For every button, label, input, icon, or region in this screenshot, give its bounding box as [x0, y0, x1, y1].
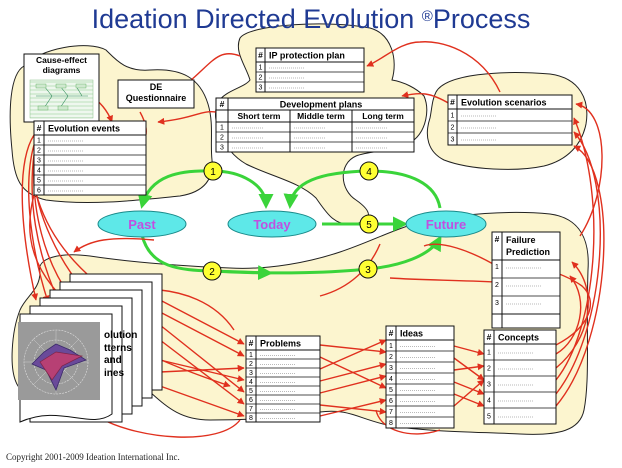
- radar-chart-icon: [18, 322, 100, 400]
- table-row-number: 6: [37, 188, 41, 195]
- table-row-number: 3: [249, 370, 253, 377]
- node-future-label: Future: [426, 217, 466, 232]
- node-today-label: Today: [253, 217, 291, 232]
- copyright-notice: Copyright 2001-2009 Ideation Internation…: [6, 452, 180, 462]
- problems-table: # Problems 1 2 3 4 5 6 7 8: [245, 335, 321, 423]
- cause-effect-thumbnail: [29, 79, 94, 119]
- table-hash-label: #: [249, 338, 254, 348]
- evolution-events-table: # Evolution events 1 2 3 4 5 6: [33, 120, 147, 196]
- table-row-number: 2: [451, 125, 455, 132]
- table-row-number: 7: [249, 406, 253, 413]
- table-title: Development plans: [280, 100, 363, 110]
- table-row-number: 2: [389, 354, 393, 361]
- table-hash-label: #: [220, 99, 225, 109]
- node-future: Future: [405, 210, 487, 238]
- table-row-number: 4: [37, 168, 41, 175]
- table-row-number: 3: [451, 137, 455, 144]
- table-hash-label: #: [487, 332, 492, 342]
- table-title: Problems: [260, 339, 301, 349]
- table-title: IP protection plan: [269, 51, 345, 61]
- patterns-text-2: tterns: [104, 343, 132, 354]
- table-row-number: 1: [259, 65, 263, 72]
- ideas-table: # Ideas 1 2 3 4 5 6 7 8: [385, 325, 455, 429]
- ip-protection-table: # IP protection plan 1 2 3: [255, 47, 365, 93]
- step-5-label: 5: [366, 220, 372, 231]
- table-hash-label: #: [37, 123, 42, 133]
- table-row-number: 1: [249, 352, 253, 359]
- table-title: Evolution events: [48, 124, 120, 134]
- page-title: Ideation Directed Evolution ®Process: [91, 4, 531, 34]
- table-row-number: 5: [389, 387, 393, 394]
- table-row-number: 8: [249, 415, 253, 422]
- table-column-header: Middle term: [297, 111, 345, 121]
- table-row-number: 1: [451, 113, 455, 120]
- table-row-number: 2: [37, 148, 41, 155]
- step-4: 4: [359, 161, 379, 181]
- de-questionnaire-label: DE Questionnaire: [125, 82, 187, 103]
- table-row-number: 6: [249, 397, 253, 404]
- table-row-number: 2: [495, 282, 499, 289]
- cause-effect-title: Cause-effect diagrams: [35, 55, 88, 75]
- table-row-number: 6: [389, 398, 393, 405]
- table-hash-label: #: [389, 328, 394, 338]
- de-questionnaire-card: DE Questionnaire: [117, 79, 195, 109]
- table-row-number: 7: [389, 409, 393, 416]
- table-row-number: 1: [37, 138, 41, 145]
- step-2: 2: [202, 261, 222, 281]
- table-column-header: Short term: [238, 111, 281, 121]
- step-3-label: 3: [365, 265, 371, 276]
- table-title: Ideas: [400, 329, 423, 339]
- node-past-label: Past: [128, 217, 156, 232]
- cause-effect-card: Cause-effect diagrams: [23, 53, 100, 123]
- table-row-number: 2: [220, 135, 224, 142]
- table-row-number: 3: [495, 300, 499, 307]
- step-4-label: 4: [366, 167, 372, 178]
- table-row-number: 3: [37, 158, 41, 165]
- step-1: 1: [203, 161, 223, 181]
- table-row-number: 8: [389, 420, 393, 427]
- evolution-patterns-stack: olution tterns and ines: [18, 273, 163, 423]
- patterns-text-3: and: [104, 355, 122, 366]
- table-row-number: 4: [249, 379, 253, 386]
- table-title: Concepts: [498, 333, 539, 343]
- concepts-table: # Concepts 1 2 3 4 5: [483, 329, 557, 425]
- step-5: 5: [359, 214, 379, 234]
- table-row-number: 4: [389, 376, 393, 383]
- table-title: Evolution scenarios: [461, 98, 547, 108]
- table-row-number: 3: [487, 382, 491, 389]
- table-column-header: Long term: [362, 111, 404, 121]
- table-row-number: 3: [259, 85, 263, 92]
- step-2-label: 2: [209, 267, 215, 278]
- table-hash-label: #: [495, 234, 500, 244]
- table-row-number: 4: [487, 398, 491, 405]
- table-row-number: 3: [389, 365, 393, 372]
- patterns-text-1: olution: [104, 330, 137, 341]
- table-row-number: 5: [487, 414, 491, 421]
- table-row-number: 2: [259, 75, 263, 82]
- table-row-number: 2: [249, 361, 253, 368]
- table-row-number: 2: [487, 366, 491, 373]
- table-row-number: 5: [37, 178, 41, 185]
- table-hash-label: #: [258, 50, 263, 60]
- node-today: Today: [227, 210, 317, 238]
- node-past: Past: [97, 210, 187, 238]
- svg-text:olution tterns and: olution tterns and ines: [104, 330, 140, 379]
- table-row-number: 5: [249, 388, 253, 395]
- table-row-number: 1: [389, 343, 393, 350]
- step-3: 3: [358, 259, 378, 279]
- evolution-scenarios-table: # Evolution scenarios 1 2 3: [447, 94, 573, 146]
- table-row-number: 1: [220, 125, 224, 132]
- table-row-number: 3: [220, 145, 224, 152]
- table-hash-label: #: [450, 97, 455, 107]
- patterns-text-4: ines: [104, 368, 124, 379]
- table-row-number: 1: [495, 264, 499, 271]
- step-1-label: 1: [210, 167, 216, 178]
- flow-arrows: [21, 41, 605, 438]
- table-row-number: 1: [487, 350, 491, 357]
